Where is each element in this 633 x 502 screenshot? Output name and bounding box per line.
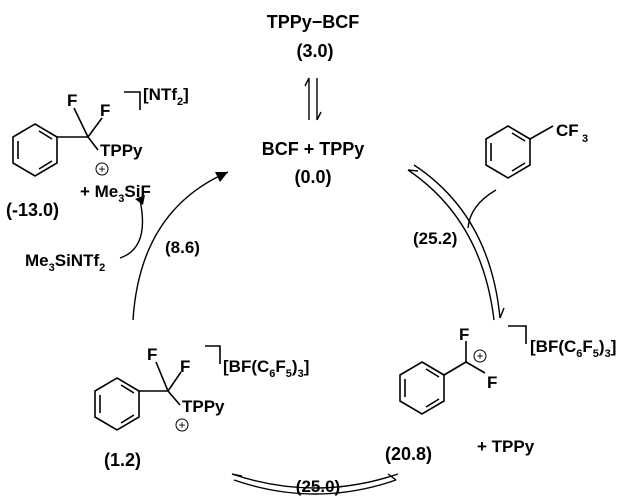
intermediate-energy: (1.2) [104, 450, 141, 470]
product-charge-circle [95, 162, 109, 176]
product-anion: [NTf2] [143, 85, 189, 108]
cf3-label: CF [556, 121, 579, 140]
substrate-structure: CF 3 [485, 121, 588, 179]
cation-structure: F F + [399, 325, 527, 415]
metathesis-arrow [119, 171, 229, 321]
adduct-label: TPPy−BCF [267, 12, 360, 32]
intermediate-tppy: TPPy [182, 397, 225, 416]
cation-f-bottom: F [487, 373, 497, 392]
intermediate-f1: F [147, 345, 157, 364]
fluoride-abstraction-arrows [407, 164, 505, 321]
barrier-metathesis: (8.6) [165, 238, 200, 257]
intermediate-charge: + [178, 418, 185, 432]
intermediate-f2: F [180, 357, 190, 376]
intermediate-charge-circle [175, 418, 189, 432]
cation-charge: + [476, 349, 483, 363]
product-byproduct: + Me3SiF [80, 182, 151, 205]
intermediate-structure: F F TPPy + [94, 345, 225, 432]
cation-energy: (20.8) [385, 444, 432, 464]
product-energy: (-13.0) [6, 200, 59, 220]
product-f1: F [67, 91, 77, 110]
start-energy: (0.0) [294, 167, 331, 187]
barrier-recombination: (25.0) [296, 477, 340, 496]
cf3-subscript: 3 [582, 133, 588, 145]
reagent-label: Me3SiNTf2 [25, 251, 105, 274]
adduct-energy: (3.0) [296, 41, 333, 61]
recombination-arrows [231, 473, 399, 495]
product-charge: + [98, 162, 105, 176]
equilibrium-arrows [304, 77, 322, 121]
product-structure: F F TPPy + [12, 91, 143, 177]
cation-anion: [BF(C6F5)3] [530, 337, 616, 360]
product-f2: F [100, 101, 110, 120]
cation-charge-circle [473, 349, 487, 363]
product-tppy: TPPy [100, 141, 143, 160]
start-label: BCF + TPPy [262, 139, 365, 159]
cation-tppy: + TPPy [477, 437, 535, 456]
intermediate-anion: [BF(C6F5)3] [223, 357, 309, 380]
cation-f-top: F [459, 325, 469, 344]
barrier-fluoride-abstraction: (25.2) [413, 229, 457, 248]
